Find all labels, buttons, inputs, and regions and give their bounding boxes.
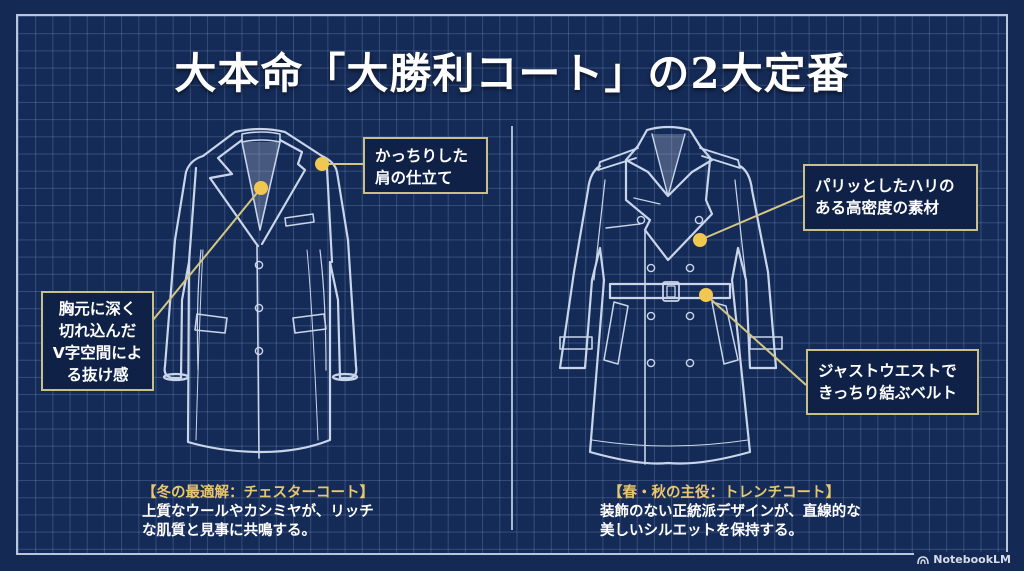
caption-trench: 【春・秋の主役：トレンチコート】 装飾のない正統派デザインが、直線的な 美しいシ… (600, 484, 920, 541)
leader-line-v-zone (152, 187, 262, 321)
leader-line-belt (705, 294, 807, 386)
caption-chester-body: 上質なウールやカシミヤが、リッチ な肌質と見事に共鳴する。 (142, 504, 374, 539)
notebooklm-watermark: NotebookLM (914, 552, 1014, 567)
caption-chester: 【冬の最適解：チェスターコート】 上質なウールやカシミヤが、リッチ な肌質と見事… (142, 484, 442, 541)
watermark-label: NotebookLM (933, 553, 1011, 566)
panel-divider (511, 126, 513, 530)
marker-dot-v-zone (254, 181, 268, 195)
caption-trench-heading: 【春・秋の主役：トレンチコート】 (608, 485, 840, 501)
trench-coat-drawing (558, 125, 783, 465)
leader-line-fabric (699, 195, 804, 241)
callout-shoulder: かっちりした 肩の仕立て (363, 137, 488, 194)
notebooklm-icon (917, 555, 930, 564)
callout-fabric: パリッとしたハリの ある高密度の素材 (803, 164, 978, 231)
marker-dot-fabric (693, 233, 707, 247)
marker-dot-belt (699, 288, 713, 302)
page-title: 大本命「大勝利コート」の2大定番 (174, 49, 850, 98)
callout-belt: ジャストウエストで きっちり結ぶベルト (806, 349, 979, 415)
caption-chester-heading: 【冬の最適解：チェスターコート】 (142, 485, 374, 501)
chester-coat-drawing (162, 127, 359, 459)
caption-trench-body: 装飾のない正統派デザインが、直線的な 美しいシルエットを保持する。 (600, 504, 861, 539)
marker-dot-shoulder (315, 157, 329, 171)
callout-v-zone: 胸元に深く 切れ込んだ V字空間によ る抜け感 (41, 291, 154, 391)
